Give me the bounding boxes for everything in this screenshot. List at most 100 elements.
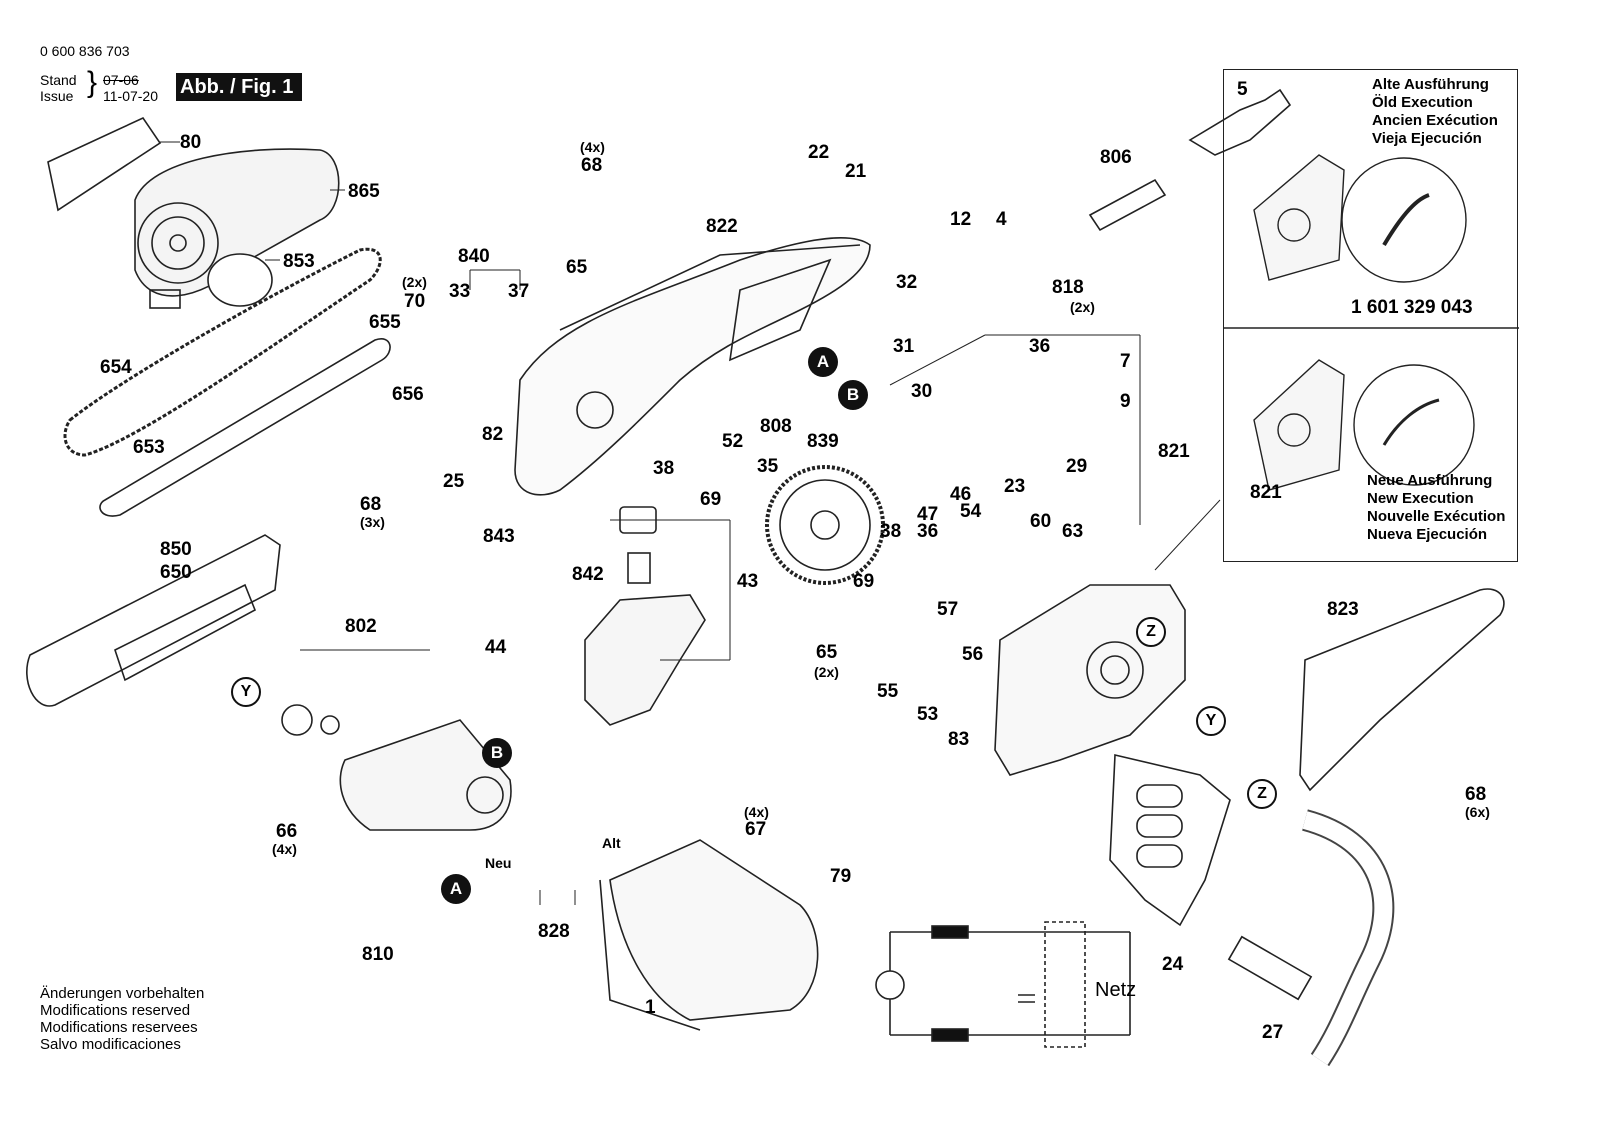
marker-a: A (441, 874, 471, 904)
hand-guard-drawing (1299, 588, 1505, 792)
part-label: 7 (1120, 351, 1131, 372)
part-label: 850 (160, 539, 192, 560)
quantity-label: (4x) (744, 804, 769, 820)
part-label: 654 (100, 357, 132, 378)
part-label: 808 (760, 416, 792, 437)
part-label: 843 (483, 526, 515, 547)
part-label: 21 (845, 161, 867, 182)
old-execution-title-de: Alte Ausführung (1372, 76, 1489, 93)
brace-glyph: } (87, 66, 98, 99)
figure-label: Abb. / Fig. 1 (176, 73, 302, 101)
part-label: 802 (345, 616, 377, 637)
new-execution-title-es: Nueva Ejecución (1367, 526, 1488, 543)
part-label: 12 (950, 209, 972, 230)
bar-cover-drawing (26, 534, 281, 707)
part-label: 650 (160, 562, 192, 583)
part-label: 25 (443, 471, 465, 492)
mains-label: Netz (1095, 979, 1137, 1001)
part-label: 22 (808, 142, 830, 163)
part-label: 655 (369, 312, 401, 333)
gear-drawing (765, 465, 885, 585)
part-label: 23 (1004, 476, 1026, 497)
part-label: 4 (996, 209, 1007, 230)
part-label: 65 (816, 642, 838, 663)
part-label: 33 (449, 281, 471, 302)
issue-date: 11-07-20 (103, 88, 159, 104)
footer-line: Modifications reservees (40, 1019, 198, 1036)
part-label: 32 (896, 272, 918, 293)
footer-notice: Änderungen vorbehalten Modifications res… (40, 985, 204, 1053)
marker-b: B (838, 380, 868, 410)
part-label: 24 (1162, 954, 1184, 975)
part-label: 82 (482, 424, 504, 445)
part-label: 57 (937, 599, 959, 620)
quantity-label: (6x) (1465, 804, 1490, 820)
part-label: 823 (1327, 599, 1359, 620)
cable-plug-drawing (1088, 88, 1292, 232)
quantity-label: (2x) (402, 274, 427, 290)
part-label: 53 (917, 704, 939, 725)
inset-drawings (1224, 154, 1519, 491)
part-label: 806 (1100, 147, 1132, 168)
part-label: 818 (1052, 277, 1084, 298)
part-label: 67 (745, 819, 767, 840)
stand-date: 07-06 (103, 72, 139, 88)
part-label: 54 (960, 501, 982, 522)
part-label: 828 (538, 921, 570, 942)
gearbox-drawing (994, 584, 1186, 776)
part-label: 38 (880, 521, 902, 542)
marker-y: Y (231, 677, 261, 707)
part-label: 821 (1250, 482, 1282, 503)
part-label: 46 (950, 484, 972, 505)
quantity-label: (4x) (272, 841, 297, 857)
part-label: 842 (572, 564, 604, 585)
document-number: 0 600 836 703 (40, 43, 130, 59)
part-label: 29 (1066, 456, 1088, 477)
marker-b: B (482, 738, 512, 768)
part-label: 69 (853, 571, 875, 592)
motor-housing-drawing (599, 839, 819, 1031)
quantity-label: (3x) (360, 514, 385, 530)
part-label: 68 (360, 494, 382, 515)
part-label: 69 (700, 489, 722, 510)
part-label: 60 (1030, 511, 1052, 532)
saw-chain-drawing (63, 247, 382, 457)
part-label: 35 (757, 456, 779, 477)
new-execution-title-fr: Nouvelle Exécution (1367, 508, 1506, 525)
part-label: 80 (180, 132, 202, 153)
part-label: 810 (362, 944, 394, 965)
part-label: 5 (1237, 79, 1248, 100)
marker-a: A (808, 347, 838, 377)
part-label: 821 (1158, 441, 1190, 462)
part-label: 38 (653, 458, 675, 479)
footer-line: Salvo modificaciones (40, 1036, 181, 1053)
part-label: 865 (348, 181, 380, 202)
part-label: 83 (948, 729, 970, 750)
stand-label: Stand (40, 72, 77, 88)
tube-handle-drawing (1227, 809, 1395, 1067)
oil-tank-drawing (584, 506, 706, 726)
new-execution-title-en: New Execution (1367, 490, 1474, 507)
part-label: 47 (917, 504, 939, 525)
part-label: 853 (283, 251, 315, 272)
part-label: 37 (508, 281, 530, 302)
quantity-label: (4x) (580, 139, 605, 155)
part-label: 31 (893, 336, 915, 357)
marker-z: Z (1136, 617, 1166, 647)
part-label: 79 (830, 866, 852, 887)
guide-bar-drawing (99, 338, 391, 517)
part-label: 9 (1120, 391, 1131, 412)
part-label: 65 (566, 257, 588, 278)
issue-label: Issue (40, 88, 74, 104)
old-execution-title-es: Vieja Ejecución (1372, 130, 1482, 147)
quantity-label: (2x) (814, 664, 839, 680)
leader-lines (160, 141, 1221, 905)
part-label: 822 (706, 216, 738, 237)
footer-line: Modifications reserved (40, 1002, 191, 1019)
marker-z: Z (1247, 779, 1277, 809)
part-label: 27 (1262, 1022, 1284, 1043)
part-label: 36 (1029, 336, 1051, 357)
part-label: 1 (645, 997, 656, 1018)
part-label: 44 (485, 637, 507, 658)
side-handle-drawing (1109, 754, 1231, 927)
